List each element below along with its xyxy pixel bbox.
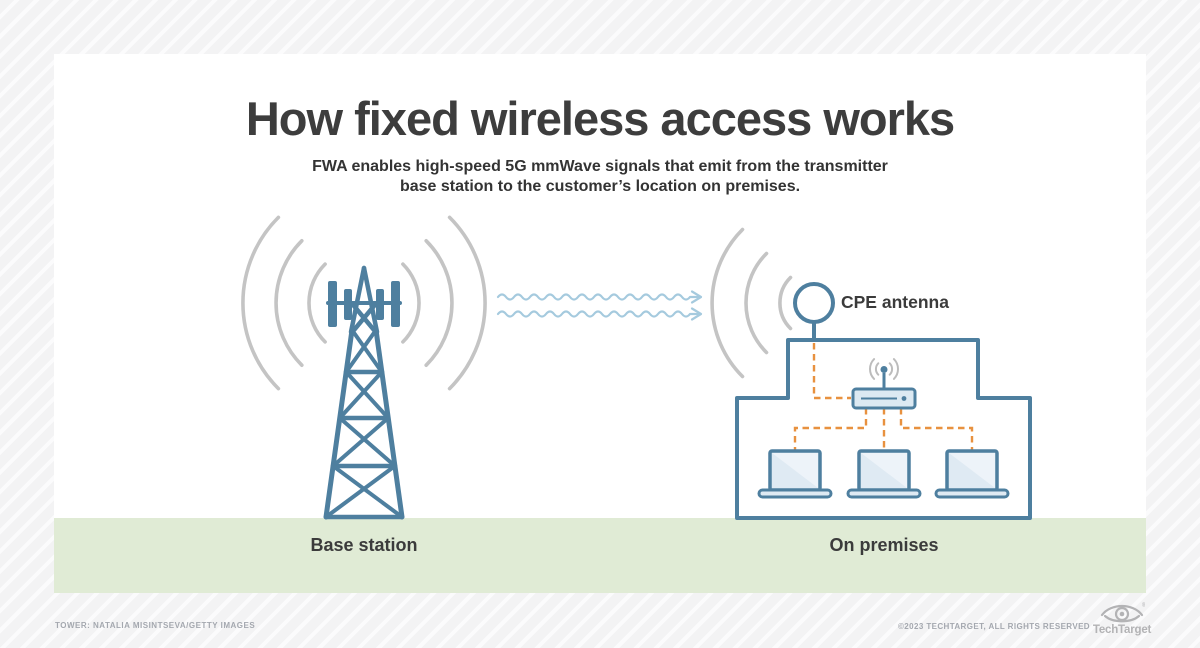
wavy-arrow-icon xyxy=(496,290,703,321)
cpe-antenna-label: CPE antenna xyxy=(841,292,949,312)
wifi-router-icon xyxy=(851,358,917,410)
cpe-antenna-icon xyxy=(793,282,835,341)
brand-name: TechTarget xyxy=(1092,624,1152,636)
network-links-dashed xyxy=(793,343,974,450)
cell-tower-icon xyxy=(323,265,405,520)
on-premises-label: On premises xyxy=(829,535,939,555)
incoming-waves-icon xyxy=(710,227,793,379)
ground-band xyxy=(54,518,1146,593)
antenna-panels xyxy=(328,281,400,327)
radio-waves-icon xyxy=(241,215,487,391)
techtarget-eye-icon: ® xyxy=(1100,602,1145,623)
subtitle-line-2: base station to the customer’s location … xyxy=(399,178,801,196)
registered-mark: ® xyxy=(1142,602,1145,609)
base-station-label: Base station xyxy=(310,535,418,555)
techtarget-logo: ® TechTarget xyxy=(1092,600,1152,636)
infographic-card: How fixed wireless access works FWA enab… xyxy=(54,54,1146,593)
page-subtitle: FWA enables high-speed 5G mmWave signals… xyxy=(54,157,1146,198)
fwa-diagram xyxy=(241,215,1032,520)
laptop-icon xyxy=(757,449,1010,499)
image-credit: TOWER: NATALIA MISINTSEVA/GETTY IMAGES xyxy=(55,621,256,630)
subtitle-line-1: FWA enables high-speed 5G mmWave signals… xyxy=(312,158,888,175)
copyright-notice: ©2023 TECHTARGET, ALL RIGHTS RESERVED xyxy=(898,622,1090,631)
page-title: How fixed wireless access works xyxy=(245,92,955,145)
